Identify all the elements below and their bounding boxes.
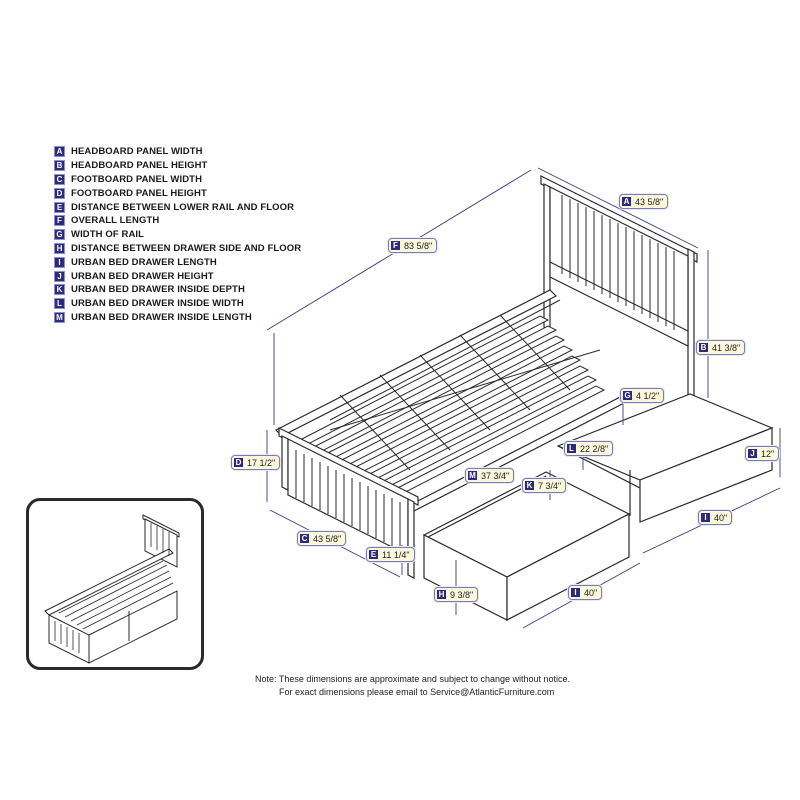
key-badge: I	[571, 588, 580, 597]
key-badge: M	[468, 471, 477, 480]
legend-item: D FOOTBOARD PANEL HEIGHT	[54, 186, 301, 200]
bed-thumbnail-drawing	[44, 514, 180, 664]
callout-e: E 11 1/4"	[366, 547, 415, 562]
key-badge: K	[525, 481, 534, 490]
legend-label: HEADBOARD PANEL WIDTH	[71, 146, 203, 158]
key-badge: C	[54, 173, 65, 185]
callout-value: 40"	[584, 587, 598, 598]
note-line-1: Note: These dimensions are approximate a…	[255, 674, 571, 684]
callout-value: 7 3/4"	[538, 480, 562, 491]
legend-label: WIDTH OF RAIL	[71, 229, 145, 241]
legend-label: OVERALL LENGTH	[71, 215, 160, 227]
bed-line-art	[274, 175, 774, 621]
callout-a: A 43 5/8"	[619, 194, 669, 209]
callout-value: 37 3/4"	[481, 470, 510, 481]
legend-item: F OVERALL LENGTH	[54, 214, 301, 228]
callout-g: G 4 1/2"	[620, 388, 665, 403]
callout-h: H 9 3/8"	[434, 587, 479, 602]
callout-f: F 83 5/8"	[388, 238, 438, 253]
key-badge: M	[54, 311, 65, 323]
callout-l: L 22 2/8"	[564, 441, 614, 456]
key-badge: J	[54, 270, 65, 282]
legend-item: I URBAN BED DRAWER LENGTH	[54, 255, 301, 269]
callout-value: 9 3/8"	[450, 589, 474, 600]
key-badge: D	[54, 187, 65, 199]
key-badge: L	[567, 444, 576, 453]
callout-value: 83 5/8"	[404, 240, 433, 251]
key-badge: D	[234, 458, 243, 467]
legend-label: URBAN BED DRAWER HEIGHT	[71, 270, 214, 282]
legend-label: URBAN BED DRAWER INSIDE WIDTH	[71, 298, 244, 310]
key-badge: E	[54, 201, 65, 213]
key-badge: J	[748, 449, 757, 458]
bed-slats	[298, 299, 606, 501]
callout-i-front: I 40"	[568, 585, 603, 600]
legend-label: FOOTBOARD PANEL WIDTH	[71, 173, 203, 185]
key-badge: B	[54, 160, 65, 172]
callout-d: D 17 1/2"	[231, 455, 281, 470]
legend-label: URBAN BED DRAWER INSIDE LENGTH	[71, 311, 252, 323]
legend-label: URBAN BED DRAWER LENGTH	[71, 256, 217, 268]
callout-value: 43 5/8"	[313, 533, 342, 544]
legend-item: L URBAN BED DRAWER INSIDE WIDTH	[54, 297, 301, 311]
key-badge: F	[391, 241, 400, 250]
key-badge: E	[369, 550, 378, 559]
callout-value: 17 1/2"	[247, 457, 276, 468]
callout-m: M 37 3/4"	[465, 468, 515, 483]
callout-value: 41 3/8"	[712, 342, 741, 353]
key-badge: H	[437, 590, 446, 599]
key-badge: C	[300, 534, 309, 543]
key-badge: F	[54, 215, 65, 227]
key-badge: G	[623, 391, 632, 400]
key-badge: I	[701, 513, 710, 522]
bed-thumbnail	[26, 498, 204, 670]
key-badge: B	[699, 343, 708, 352]
legend-label: URBAN BED DRAWER INSIDE DEPTH	[71, 284, 245, 296]
callout-j: J 12"	[745, 446, 780, 461]
drawer-front	[422, 471, 631, 621]
legend-item: K URBAN BED DRAWER INSIDE DEPTH	[54, 283, 301, 297]
callout-c: C 43 5/8"	[297, 531, 347, 546]
legend-label: FOOTBOARD PANEL HEIGHT	[71, 187, 207, 199]
key-badge: I	[54, 256, 65, 268]
legend-label: DISTANCE BETWEEN DRAWER SIDE AND FLOOR	[71, 242, 302, 254]
legend-label: DISTANCE BETWEEN LOWER RAIL AND FLOOR	[71, 201, 295, 213]
legend-item: A HEADBOARD PANEL WIDTH	[54, 145, 301, 159]
callout-value: 11 1/4"	[382, 549, 410, 560]
disclaimer-note: Note: These dimensions are approximate a…	[255, 673, 570, 698]
legend-label: HEADBOARD PANEL HEIGHT	[71, 160, 208, 172]
callout-value: 40"	[714, 512, 728, 523]
callout-value: 43 5/8"	[635, 196, 664, 207]
key-badge: G	[54, 229, 65, 241]
legend-item: H DISTANCE BETWEEN DRAWER SIDE AND FLOOR	[54, 242, 301, 256]
key-badge: K	[54, 284, 65, 296]
callout-b: B 41 3/8"	[696, 340, 746, 355]
callout-value: 4 1/2"	[636, 390, 660, 401]
dimension-legend: A HEADBOARD PANEL WIDTH B HEADBOARD PANEL …	[54, 145, 301, 324]
legend-item: B HEADBOARD PANEL HEIGHT	[54, 159, 301, 173]
callout-i-back: I 40"	[698, 510, 733, 525]
legend-item: C FOOTBOARD PANEL WIDTH	[54, 173, 301, 187]
key-badge: H	[54, 242, 65, 254]
legend-item: G WIDTH OF RAIL	[54, 228, 301, 242]
legend-item: E DISTANCE BETWEEN LOWER RAIL AND FLOOR	[54, 200, 301, 214]
callout-value: 22 2/8"	[580, 443, 609, 454]
callout-k: K 7 3/4"	[522, 478, 567, 493]
drawer-back	[556, 393, 774, 523]
legend-item: M URBAN BED DRAWER INSIDE LENGTH	[54, 311, 301, 325]
key-badge: L	[54, 298, 65, 310]
key-badge: A	[622, 197, 631, 206]
callout-value: 12"	[761, 448, 775, 459]
key-badge: A	[54, 146, 65, 158]
headboard	[540, 175, 698, 401]
note-line-2: For exact dimensions please email to Ser…	[279, 686, 555, 697]
legend-item: J URBAN BED DRAWER HEIGHT	[54, 269, 301, 283]
